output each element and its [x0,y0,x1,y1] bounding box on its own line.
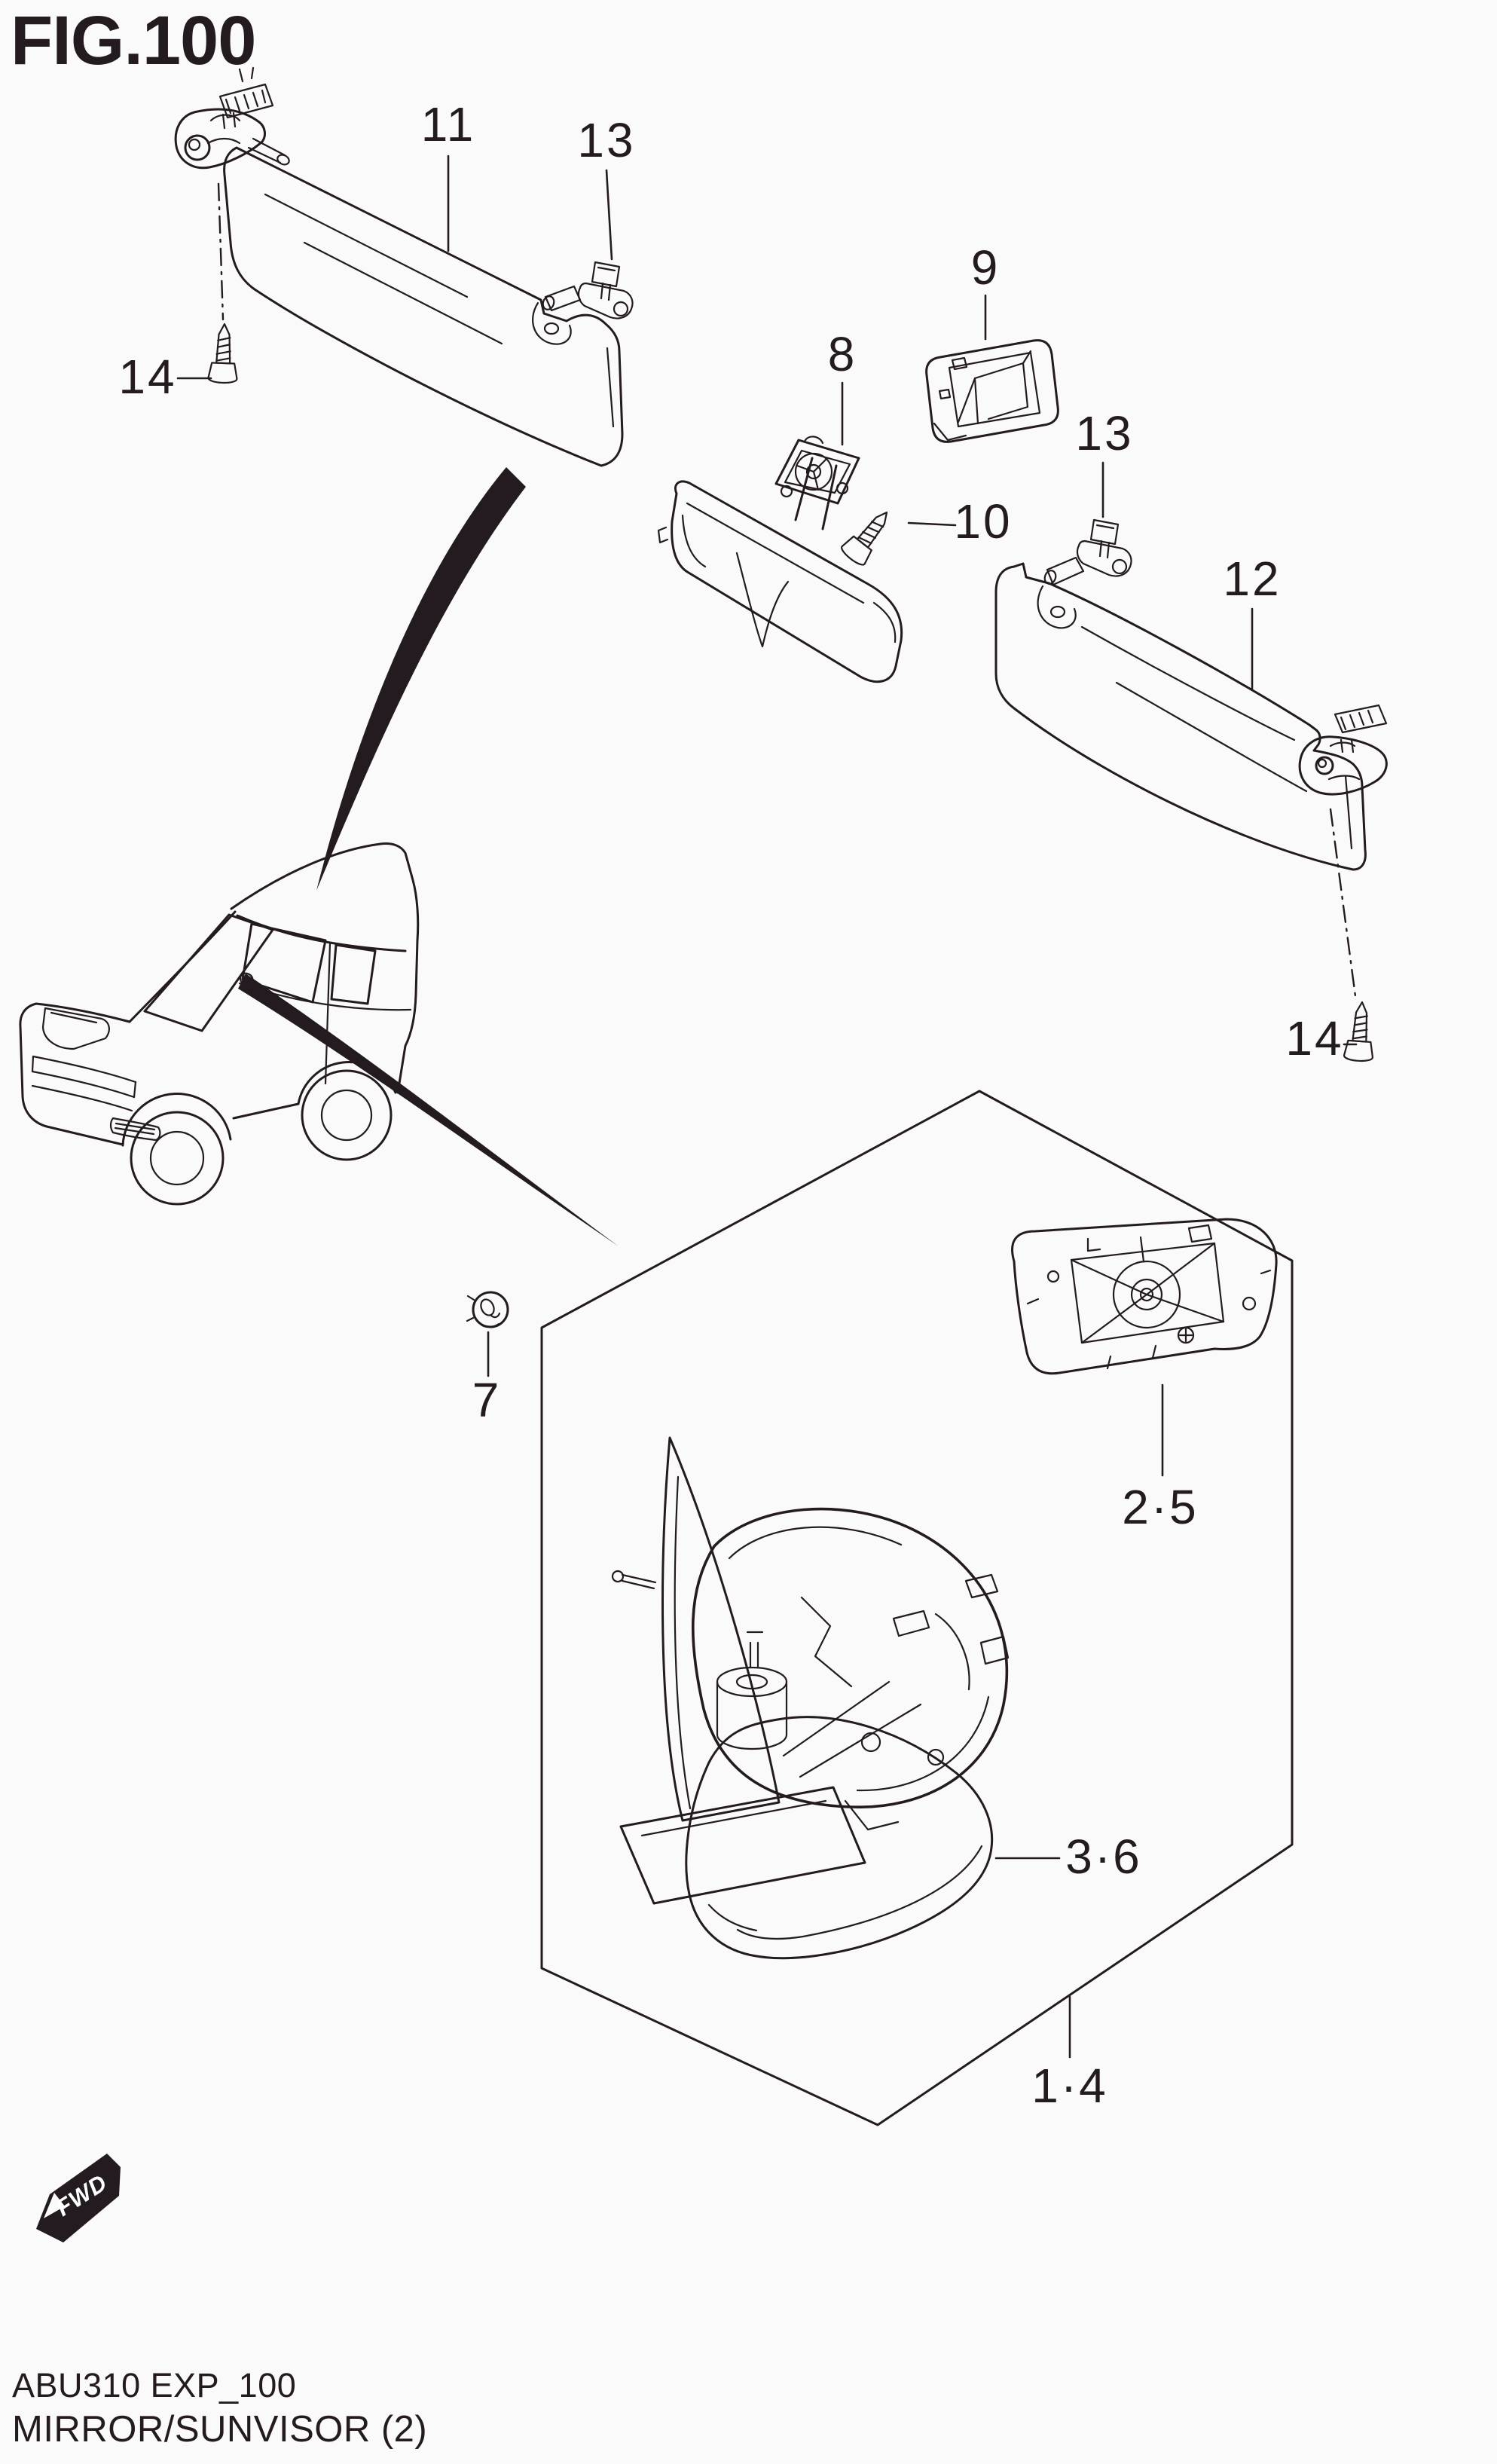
mirror-mount-cover-drawing [925,339,1059,443]
part-label-14-right: 14 [1285,1011,1343,1065]
part-number-labels: 11 13 14 8 9 10 13 12 14 7 2·5 3·6 1·4 [118,97,1343,2113]
part-label-10: 10 [954,494,1012,549]
fwd-badge-flag [36,2154,121,2242]
assembly-boundary-box [540,1090,1294,2126]
footer-figure-code: ABU310 EXP_100 [12,2366,297,2404]
part-label-1-4: 1·4 [1031,2059,1108,2113]
left-sunvisor-drawing [174,66,624,467]
part-label-2-5: 2·5 [1122,1480,1199,1534]
grommet-drawing [466,1291,509,1328]
part-label-8: 8 [828,327,857,381]
visor-clip-left-drawing [577,261,634,319]
part-label-13-left: 13 [577,113,635,167]
mirror-glass-drawing [1011,1218,1278,1375]
door-mirror-assembly-drawing [611,1436,1010,1905]
leader-lines [176,154,1358,2059]
rearview-mirror-drawing [657,436,903,683]
right-sunvisor-drawing [994,556,1388,871]
pointer-wedge-to-visor [316,467,526,891]
part-label-3-6: 3·6 [1065,1830,1142,1884]
part-label-9: 9 [971,240,1001,295]
pointer-wedge-to-mirror [238,974,619,1246]
mirror-cover-drawing [685,1716,994,1960]
visor-screw-right-drawing [1343,1000,1378,1063]
mirror-mount-screw-drawing [838,503,900,569]
footer-figure-name: MIRROR/SUNVISOR (2) [12,2409,428,2450]
part-label-11: 11 [421,97,475,151]
visor-screw-left-drawing [207,323,240,384]
figure-title: FIG.100 [11,2,256,79]
car-outline-drawing [19,842,420,1206]
part-label-13-right: 13 [1075,406,1133,460]
fwd-arrow-icon [44,2193,65,2218]
visor-clip-right-drawing [1076,518,1132,577]
part-label-12: 12 [1223,552,1281,606]
part-label-7: 7 [472,1373,502,1427]
fwd-direction-badge: FWD [36,2154,121,2242]
part-label-14-left: 14 [118,350,176,404]
